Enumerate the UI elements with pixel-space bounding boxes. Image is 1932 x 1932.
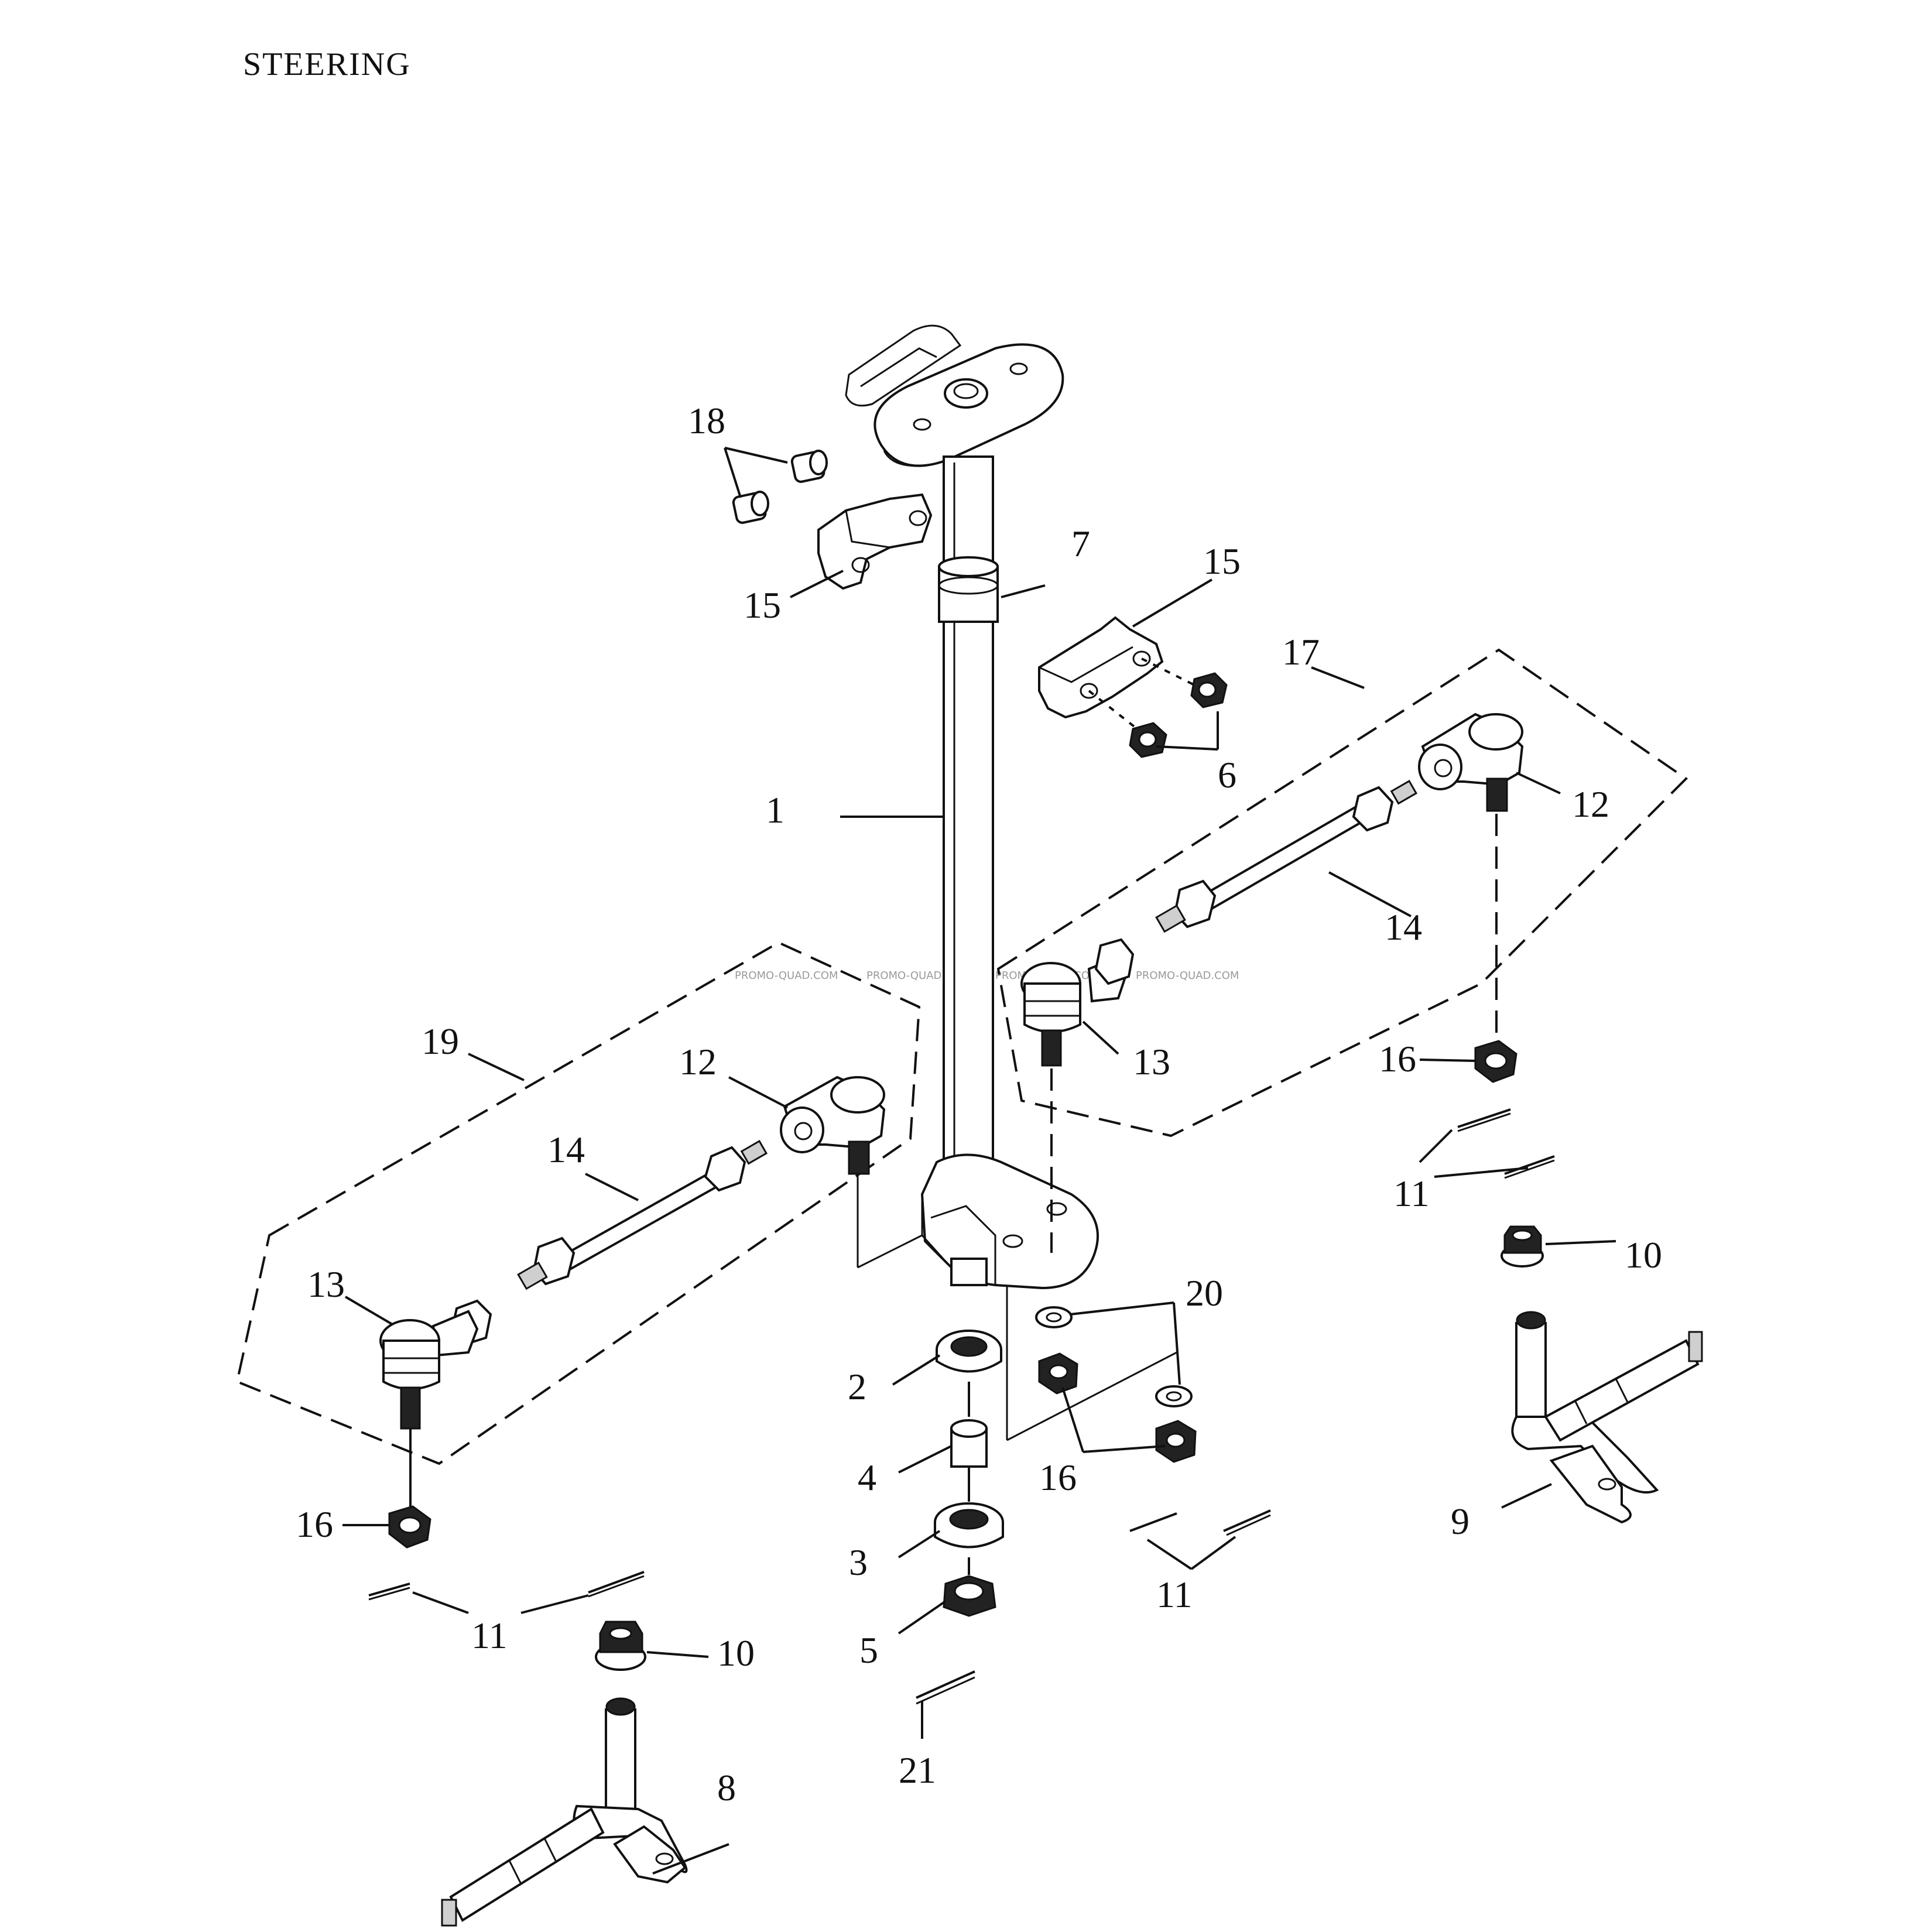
callout-9: 9 bbox=[1451, 1501, 1469, 1542]
handlebar-clamp-left bbox=[817, 493, 933, 590]
callout-17: 17 bbox=[1282, 631, 1320, 673]
tie-rod-assembly-left bbox=[235, 941, 921, 1549]
callout-2: 2 bbox=[848, 1366, 866, 1407]
watermark-text-1: PROMO-QUAD.COM bbox=[735, 970, 838, 982]
callout-1: 1 bbox=[766, 789, 785, 831]
nut-16-b bbox=[1155, 1420, 1197, 1463]
lower-washer-3 bbox=[934, 1502, 1004, 1549]
callout-8: 8 bbox=[717, 1767, 736, 1808]
callout-20: 20 bbox=[1186, 1272, 1223, 1314]
lock-nut-5 bbox=[943, 1575, 996, 1617]
callout-6: 6 bbox=[1218, 754, 1236, 796]
cotter-pins-11-right bbox=[1457, 1108, 1555, 1179]
callout-19: 19 bbox=[422, 1020, 459, 1062]
callout-7: 7 bbox=[1071, 523, 1090, 564]
callout-13-left: 13 bbox=[307, 1263, 345, 1305]
bushing-lower bbox=[732, 491, 769, 524]
callout-3: 3 bbox=[849, 1542, 868, 1583]
tie-rod-assembly-right bbox=[996, 648, 1688, 1253]
cotter-pins-11-center bbox=[1129, 1509, 1271, 1536]
clamp-nut-2 bbox=[1129, 722, 1167, 758]
callout-10-right: 10 bbox=[1625, 1234, 1662, 1276]
leader-lines bbox=[342, 447, 1616, 1875]
watermark-text-4: PROMO-QUAD.COM bbox=[1136, 970, 1239, 982]
handlebar-clamp-right bbox=[1038, 616, 1201, 736]
callout-12-right: 12 bbox=[1572, 783, 1609, 825]
nut-16-a bbox=[1038, 1352, 1078, 1395]
callout-labels: 1 2 3 4 5 6 7 8 9 10 10 11 11 11 12 12 1… bbox=[296, 400, 1662, 1808]
callout-18: 18 bbox=[688, 400, 725, 441]
cotter-pin-21 bbox=[916, 1670, 975, 1705]
castle-nut-10-left bbox=[595, 1621, 646, 1671]
callout-11-right: 11 bbox=[1393, 1173, 1430, 1214]
washer-20-b bbox=[1155, 1385, 1193, 1407]
callout-14-right: 14 bbox=[1385, 906, 1422, 948]
steering-column bbox=[845, 324, 1099, 1440]
castle-nut-10-right bbox=[1501, 1225, 1544, 1268]
spacer-4 bbox=[950, 1419, 988, 1468]
callout-13-right: 13 bbox=[1133, 1041, 1170, 1083]
cotter-pins-11-left bbox=[368, 1571, 645, 1601]
lower-washer-2 bbox=[936, 1330, 1002, 1373]
callout-12-left: 12 bbox=[679, 1041, 717, 1083]
steering-knuckle-9 bbox=[1511, 1311, 1703, 1524]
diagram-title: STEERING bbox=[243, 46, 411, 83]
callout-11-left: 11 bbox=[471, 1615, 508, 1656]
callout-16-center: 16 bbox=[1039, 1457, 1077, 1498]
callout-15-right: 15 bbox=[1203, 540, 1241, 582]
callout-4: 4 bbox=[858, 1457, 876, 1498]
callout-16-right: 16 bbox=[1379, 1038, 1416, 1080]
callout-16-left: 16 bbox=[296, 1503, 333, 1545]
steering-knuckle-8 bbox=[441, 1697, 688, 1927]
callout-5: 5 bbox=[859, 1629, 878, 1671]
callout-10-left: 10 bbox=[717, 1632, 755, 1674]
callout-21: 21 bbox=[899, 1749, 936, 1791]
callout-14-left: 14 bbox=[547, 1129, 585, 1170]
callout-15-left: 15 bbox=[744, 584, 781, 626]
clamp-nut-1 bbox=[1190, 672, 1228, 708]
washer-20-a bbox=[1035, 1306, 1073, 1328]
callout-11-center: 11 bbox=[1156, 1574, 1193, 1615]
bushing-upper bbox=[790, 450, 828, 483]
